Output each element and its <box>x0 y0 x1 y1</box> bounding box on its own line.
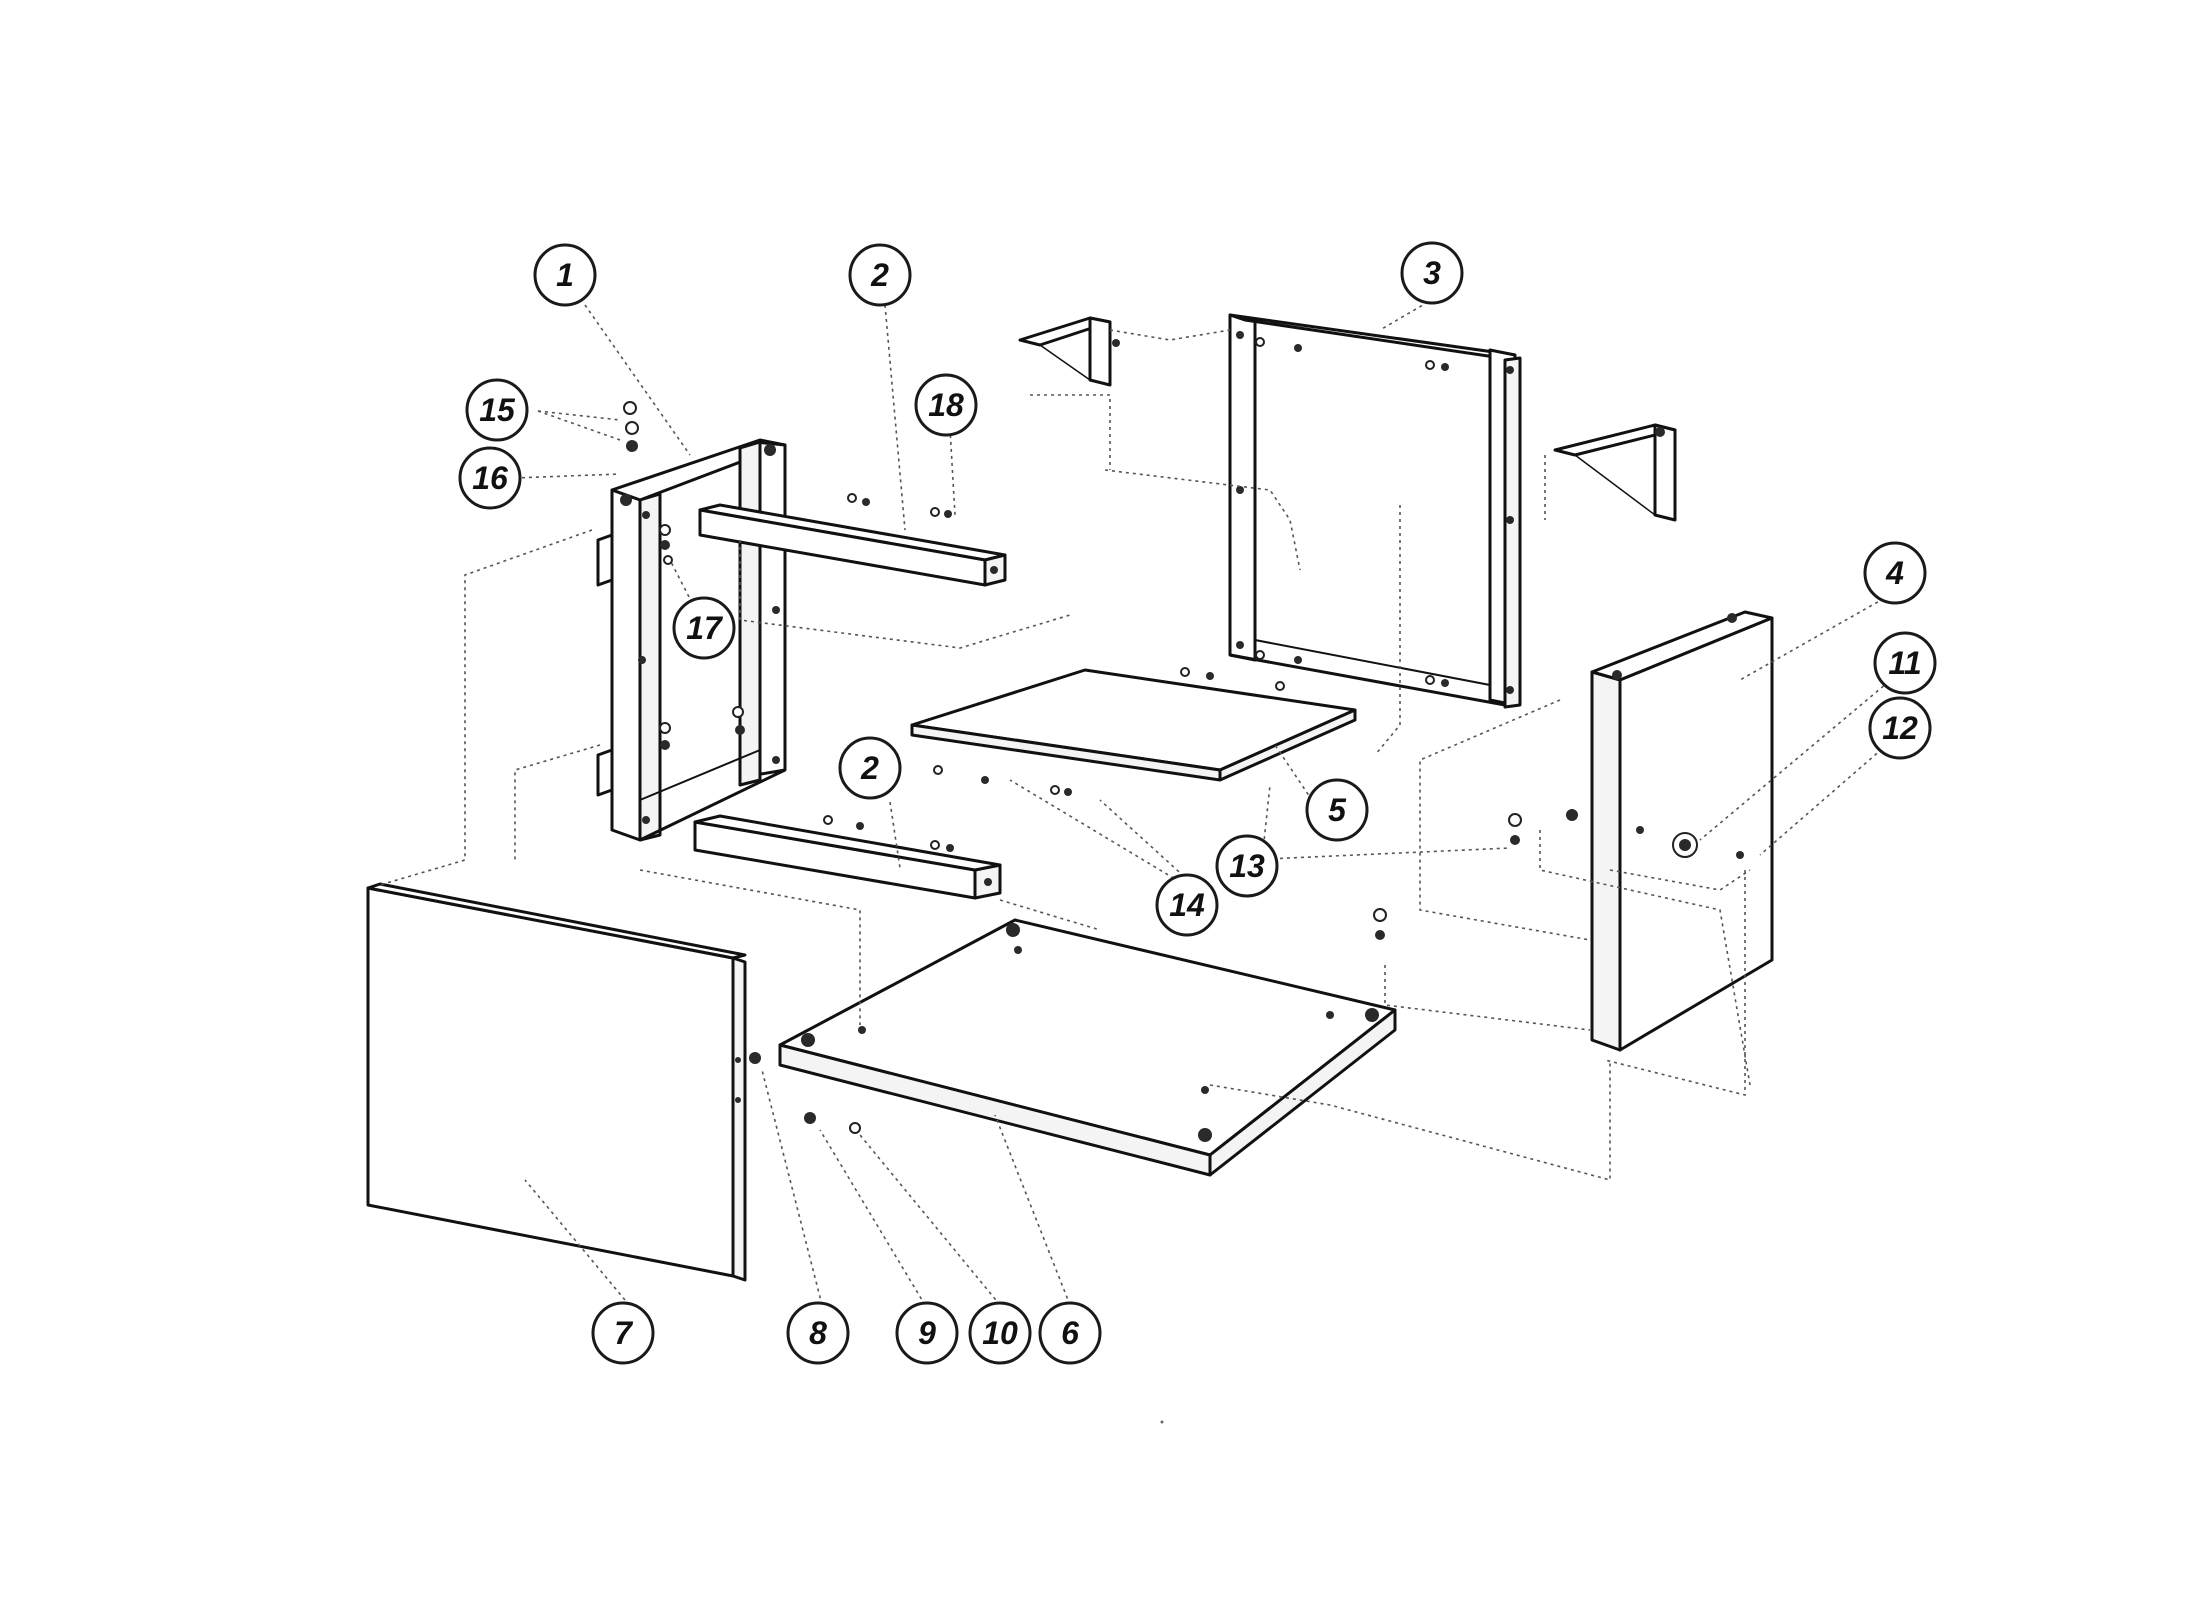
corner-bracket-left <box>1018 316 1120 387</box>
part-3-back-frame <box>1228 313 1522 709</box>
callout-1: 1 <box>533 243 597 307</box>
callout-label: 12 <box>1882 710 1918 746</box>
callout-label: 11 <box>1888 645 1921 681</box>
callout-11: 11 <box>1873 631 1937 695</box>
callout-label: 4 <box>1885 555 1904 591</box>
callout-circle <box>672 596 736 660</box>
callout-15: 15 <box>465 378 529 442</box>
callout-14: 14 <box>1155 873 1219 937</box>
callout-label: 1 <box>556 257 574 293</box>
callout-10: 10 <box>968 1301 1032 1365</box>
callout-2-lower: 2 <box>838 736 902 800</box>
callout-label: 13 <box>1229 848 1265 884</box>
callout-circle <box>1305 778 1369 842</box>
callout-label: 15 <box>479 392 516 428</box>
callout-9: 9 <box>895 1301 959 1365</box>
callout-label: 9 <box>918 1315 936 1351</box>
callout-8: 8 <box>786 1301 850 1365</box>
callout-circle <box>591 1301 655 1365</box>
callout-label: 3 <box>1423 255 1441 291</box>
part-2-lower-rail <box>693 814 1002 900</box>
corner-bracket-right <box>1553 423 1677 522</box>
callout-12: 12 <box>1868 696 1932 760</box>
callout-circle <box>533 243 597 307</box>
callout-label: 16 <box>472 460 508 496</box>
callout-circle <box>458 446 522 510</box>
callout-label: 14 <box>1169 887 1205 923</box>
callout-7: 7 <box>591 1301 655 1365</box>
part-6-bottom-panel <box>778 918 1397 1177</box>
callout-label: 7 <box>614 1315 634 1351</box>
stray-dot <box>1160 1420 1164 1424</box>
callout-circle <box>1038 1301 1102 1365</box>
part-5-shelf <box>910 668 1357 782</box>
callout-3: 3 <box>1400 241 1464 305</box>
callout-17: 17 <box>672 596 736 660</box>
leader-lines <box>379 301 1906 1306</box>
callout-16: 16 <box>458 446 522 510</box>
callout-5: 5 <box>1305 778 1369 842</box>
callout-circle <box>1400 241 1464 305</box>
callout-circle <box>848 243 912 307</box>
callout-circle <box>1215 834 1279 898</box>
callout-circle <box>895 1301 959 1365</box>
callout-label: 6 <box>1061 1315 1079 1351</box>
callout-circle <box>1155 873 1219 937</box>
callout-label: 8 <box>809 1315 827 1351</box>
part-2-upper-rail <box>698 503 1007 587</box>
callout-label: 10 <box>982 1315 1018 1351</box>
callout-circle <box>786 1301 850 1365</box>
callout-circle <box>968 1301 1032 1365</box>
callout-4: 4 <box>1863 541 1927 605</box>
callout-6: 6 <box>1038 1301 1102 1365</box>
callout-label: 5 <box>1328 792 1347 828</box>
callout-18: 18 <box>914 373 978 437</box>
part-7-front-door <box>366 882 747 1282</box>
callout-label: 2 <box>860 750 879 786</box>
callout-circle <box>914 373 978 437</box>
callout-circle <box>1868 696 1932 760</box>
callout-circle <box>1873 631 1937 695</box>
part-1-left-frame <box>596 438 787 842</box>
part-4-right-side-panel <box>1590 610 1774 1052</box>
callout-13: 13 <box>1215 834 1279 898</box>
hardware-screws <box>623 337 1744 1134</box>
callout-label: 17 <box>686 610 724 646</box>
callout-circle <box>1863 541 1927 605</box>
callout-circle <box>838 736 902 800</box>
callout-label: 2 <box>870 257 889 293</box>
callout-circle <box>465 378 529 442</box>
callout-2-upper: 2 <box>848 243 912 307</box>
callout-label: 18 <box>928 387 964 423</box>
